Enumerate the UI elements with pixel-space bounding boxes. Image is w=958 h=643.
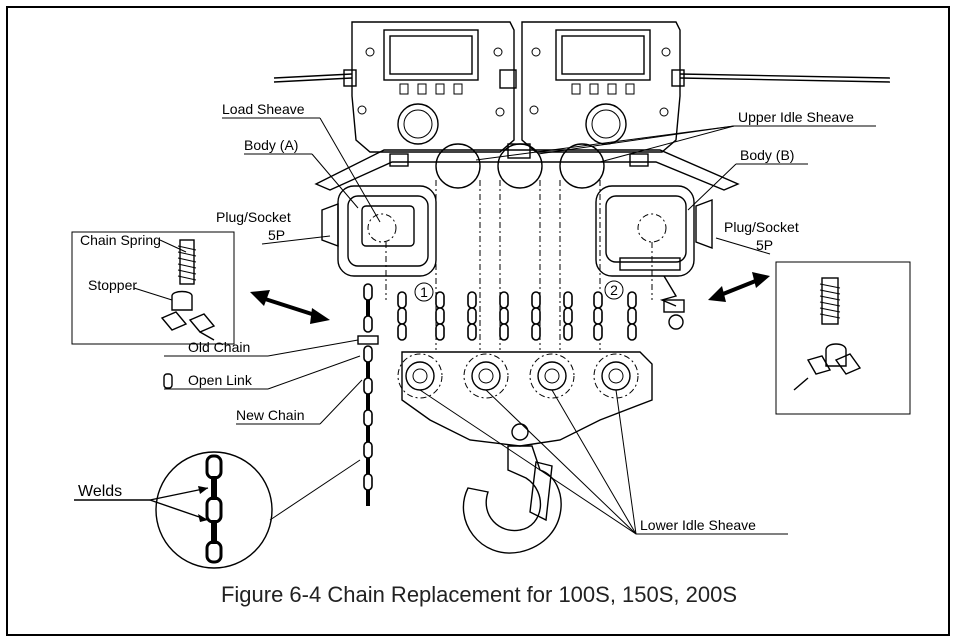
welds-magnifier: Welds: [74, 451, 361, 569]
label-load-sheave: Load Sheave: [222, 101, 381, 223]
plug-socket-left-sub: 5P: [268, 227, 285, 243]
lower-idle-sheave-label: Lower Idle Sheave: [640, 517, 756, 533]
open-link-label: Open Link: [188, 372, 253, 388]
marker-1-label: 1: [420, 284, 428, 300]
figure-caption: Figure 6-4 Chain Replacement for 100S, 1…: [221, 582, 737, 607]
label-upper-idle: Upper Idle Sheave: [475, 109, 876, 163]
chain-spring-inset: Chain Spring Stopper: [71, 231, 235, 345]
lower-hook-block: [397, 351, 653, 554]
label-old-chain: Old Chain: [164, 339, 359, 357]
body-a: [321, 185, 437, 277]
welds-label: Welds: [78, 483, 122, 500]
new-chain-label: New Chain: [236, 407, 304, 423]
chain-paths: [385, 180, 653, 350]
label-new-chain: New Chain: [236, 379, 363, 425]
load-chain: [357, 283, 379, 506]
upper-idle-sheave-label: Upper Idle Sheave: [738, 109, 854, 125]
label-plug-left: Plug/Socket 5P: [216, 209, 331, 245]
spring-stopper-inset-right: [775, 261, 911, 415]
stopper-label: Stopper: [88, 277, 137, 293]
upper-frame: [314, 143, 740, 191]
move-arrow-right: [708, 272, 770, 302]
plug-socket-left-label: Plug/Socket: [216, 209, 291, 225]
marker-2-label: 2: [610, 282, 618, 298]
load-sheave-label: Load Sheave: [222, 101, 305, 117]
marker-1: 1: [414, 282, 434, 302]
label-lower-idle: Lower Idle Sheave: [419, 389, 788, 535]
open-link-icon: [163, 373, 173, 389]
motor-housing-right: [521, 21, 681, 153]
body-b: [595, 185, 713, 330]
figure-frame: [6, 6, 950, 636]
body-b-label: Body (B): [740, 147, 794, 163]
chain-strands: [397, 291, 637, 341]
marker-2: 2: [604, 280, 624, 300]
motor-housing-left: [351, 21, 515, 153]
body-a-label: Body (A): [244, 137, 298, 153]
plug-socket-right-sub: 5P: [756, 237, 773, 253]
chain-spring-label: Chain Spring: [80, 232, 161, 248]
move-arrow-left: [250, 290, 330, 324]
label-plug-right: Plug/Socket 5P: [715, 219, 799, 255]
power-cables: [273, 69, 891, 89]
label-body-a: Body (A): [244, 137, 359, 209]
label-open-link: Open Link: [163, 355, 361, 390]
label-body-b: Body (B): [687, 147, 808, 211]
plug-socket-right-label: Plug/Socket: [724, 219, 799, 235]
old-chain-label: Old Chain: [188, 339, 250, 355]
